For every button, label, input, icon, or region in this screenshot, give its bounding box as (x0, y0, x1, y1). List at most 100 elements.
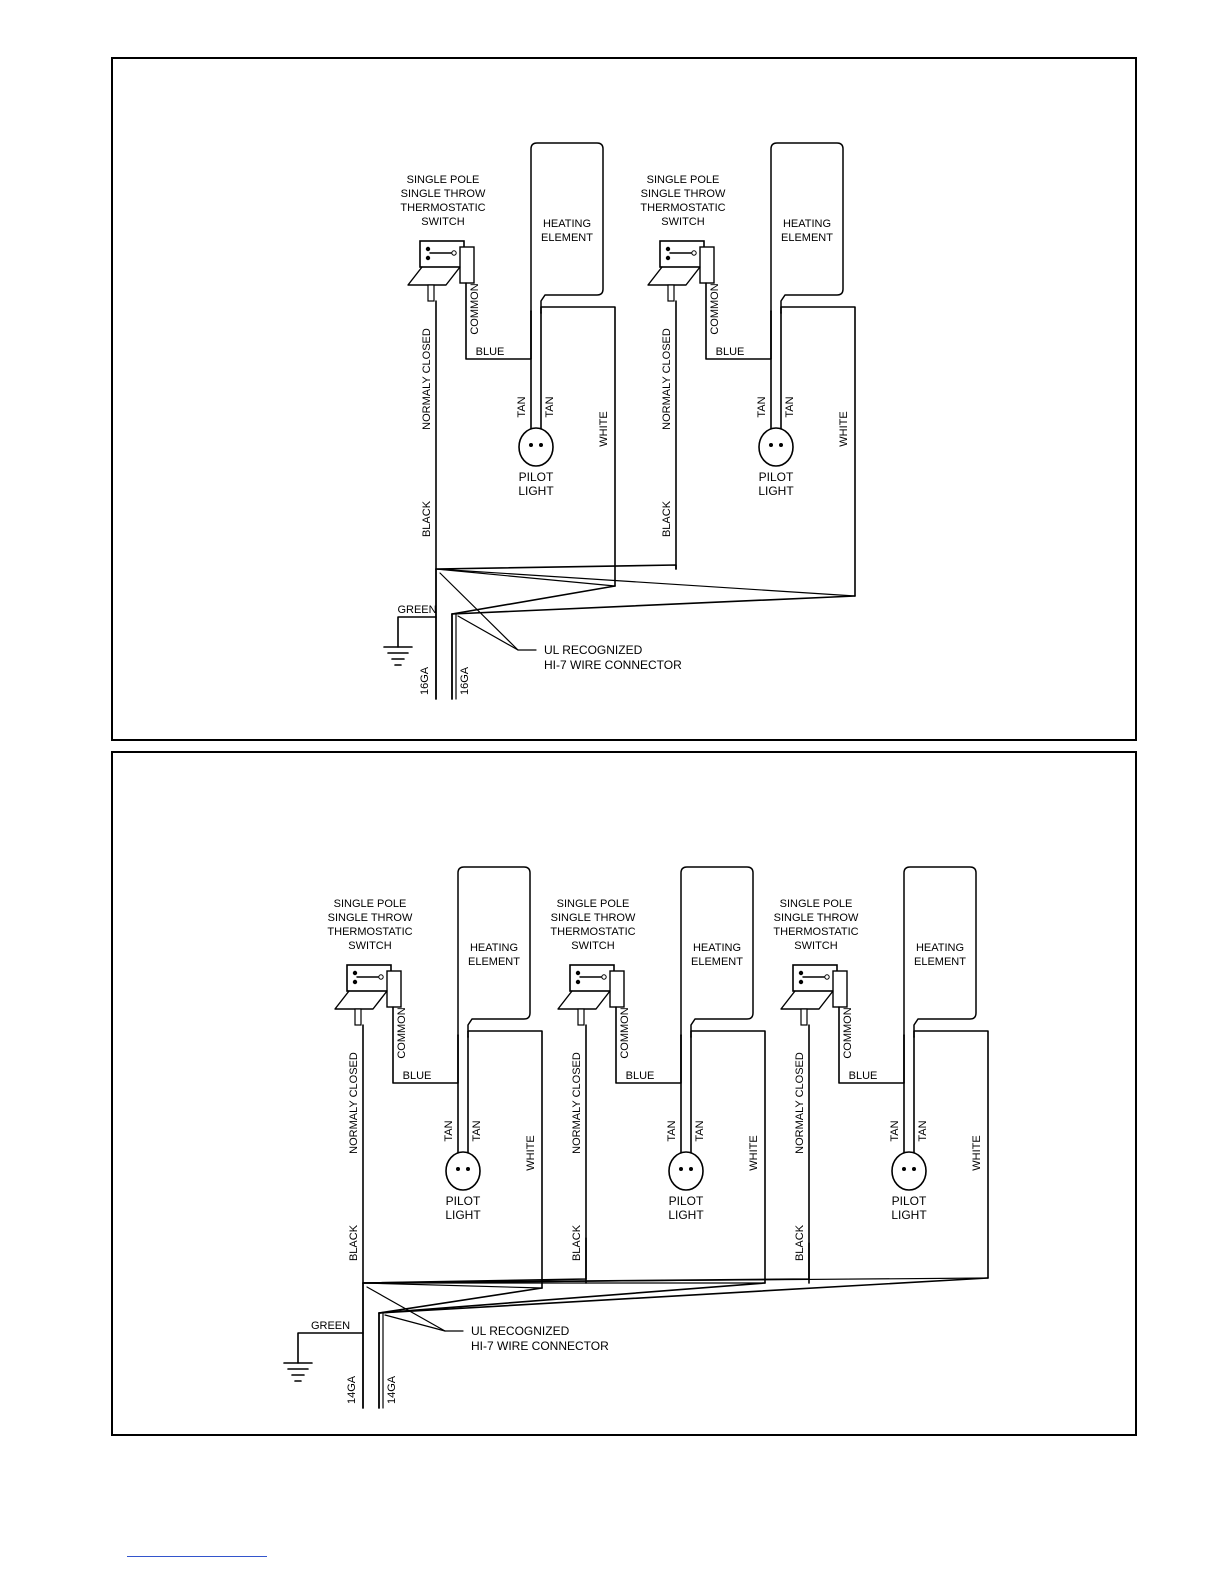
white-wire-to-junction (451, 585, 616, 615)
switch-terminal-dot (378, 974, 384, 980)
thermostat-switch-body (419, 240, 465, 268)
pilot-light (445, 1151, 481, 1191)
white-wire-label: WHITE (748, 1135, 760, 1170)
heating-element-label-line1: HEATING (470, 942, 518, 954)
white-wire-label: WHITE (838, 411, 850, 446)
switch-mounting-bracket (407, 266, 461, 286)
normally-closed-label: NORMALY CLOSED (794, 1052, 806, 1154)
heating-element-label-line2: ELEMENT (691, 956, 743, 968)
switch-sensor-probe (667, 284, 675, 302)
pilot-light-label-line1: PILOT (759, 470, 794, 484)
connector-callout-leader (384, 1314, 446, 1332)
blue-wire-label: BLUE (403, 1070, 432, 1082)
thermostat-switch-body (569, 964, 615, 992)
switch-label-line2: SINGLE THROW (401, 188, 486, 200)
white-wire-vertical (913, 1030, 989, 1279)
heating-element (457, 866, 531, 1038)
pilot-light-label-line1: PILOT (519, 470, 554, 484)
wire-gauge-label-black: 14GA (346, 1375, 358, 1404)
common-wire-label: COMMON (469, 283, 481, 334)
common-wire-label: COMMON (842, 1007, 854, 1058)
switch-label-line4: SWITCH (348, 940, 391, 952)
junction-tie-line (435, 568, 616, 587)
blue-wire-label: BLUE (849, 1070, 878, 1082)
black-wire-to-junction (362, 1237, 587, 1284)
switch-terminal-dot (352, 970, 358, 976)
tan-wire-label-right: TAN (917, 1120, 929, 1141)
pilot-light-pin (912, 1167, 916, 1171)
tan-wire-label-right: TAN (784, 396, 796, 417)
heating-element-label-line1: HEATING (916, 942, 964, 954)
thermostat-switch-terminal-block (699, 246, 715, 284)
white-wire-label: WHITE (971, 1135, 983, 1170)
wiring-diagram-two-element: SINGLE POLE SINGLE THROW THERMOSTATIC SWITC… (383, 142, 856, 700)
switch-mounting-bracket (557, 990, 611, 1010)
normally-closed-label: NORMALY CLOSED (421, 328, 433, 430)
switch-terminal-dot (451, 250, 457, 256)
switch-label-line3: THERMOSTATIC (550, 926, 635, 938)
switch-label-line3: THERMOSTATIC (400, 202, 485, 214)
switch-label-line3: THERMOSTATIC (327, 926, 412, 938)
switch-label-line1: SINGLE POLE (780, 898, 853, 910)
switch-label-line1: SINGLE POLE (334, 898, 407, 910)
wiring-diagram-three-element: SINGLE POLE SINGLE THROW THERMOSTATIC SWITC… (283, 866, 989, 1409)
switch-terminal-dot (352, 979, 358, 985)
black-wire-label: BLACK (794, 1224, 806, 1261)
pilot-light-label-line2: LIGHT (445, 1208, 481, 1222)
pilot-light-label-line2: LIGHT (758, 484, 794, 498)
switch-label-line3: THERMOSTATIC (640, 202, 725, 214)
switch-terminal-dot (575, 979, 581, 985)
heating-element-label-line2: ELEMENT (468, 956, 520, 968)
white-wire-label: WHITE (598, 411, 610, 446)
white-wire-to-junction (378, 1287, 543, 1314)
tan-wire-label-right: TAN (544, 396, 556, 417)
normally-closed-label: NORMALY CLOSED (571, 1052, 583, 1154)
footer-link-underline (127, 1556, 267, 1557)
pilot-light-pin (769, 443, 773, 447)
tan-wire-label-left: TAN (756, 396, 768, 417)
pilot-light-pin (679, 1167, 683, 1171)
pilot-light-pin (466, 1167, 470, 1171)
white-wire-label: WHITE (525, 1135, 537, 1170)
switch-sensor-probe (800, 1008, 808, 1026)
common-wire-label: COMMON (396, 1007, 408, 1058)
wire-gauge-label-white: 16GA (459, 666, 471, 695)
black-wire-label: BLACK (661, 500, 673, 537)
wiring-diagram-panel-two-element: SINGLE POLE SINGLE THROW THERMOSTATIC SWITC… (111, 57, 1137, 741)
pilot-light (518, 427, 554, 467)
junction-tie-line (435, 568, 856, 597)
switch-label-line4: SWITCH (661, 216, 704, 228)
heating-element (903, 866, 977, 1038)
switch-terminal-dot (798, 970, 804, 976)
pilot-light-label-line2: LIGHT (891, 1208, 927, 1222)
wire-connector-label-line1: UL RECOGNIZED (544, 643, 643, 657)
switch-terminal-dot (601, 974, 607, 980)
wire-connector-label-line2: HI-7 WIRE CONNECTOR (544, 658, 682, 672)
wiring-diagram-panel-three-element: SINGLE POLE SINGLE THROW THERMOSTATIC SWITC… (111, 751, 1137, 1436)
tan-wire-label-right: TAN (694, 1120, 706, 1141)
green-wire-label: GREEN (397, 604, 436, 616)
switch-label-line1: SINGLE POLE (647, 174, 720, 186)
switch-label-line2: SINGLE THROW (641, 188, 726, 200)
blue-wire-label: BLUE (476, 346, 505, 358)
wire-connector-label-line1: UL RECOGNIZED (471, 1324, 570, 1338)
heating-element-label-line2: ELEMENT (541, 232, 593, 244)
heating-element-label-line2: ELEMENT (781, 232, 833, 244)
thermostat-switch-terminal-block (459, 246, 475, 284)
switch-terminal-dot (665, 246, 671, 252)
switch-terminal-dot (824, 974, 830, 980)
thermostat-switch-body (792, 964, 838, 992)
heating-element-label-line1: HEATING (543, 218, 591, 230)
white-wire-vertical (540, 306, 616, 587)
connector-callout-leader (457, 615, 519, 651)
switch-label-line2: SINGLE THROW (774, 912, 859, 924)
tan-wire-label-left: TAN (516, 396, 528, 417)
pilot-light-pin (456, 1167, 460, 1171)
white-wire-vertical (780, 306, 856, 597)
green-wire-label: GREEN (311, 1320, 350, 1332)
switch-terminal-dot (691, 250, 697, 256)
switch-label-line2: SINGLE THROW (551, 912, 636, 924)
pilot-light (668, 1151, 704, 1191)
heating-element-label-line2: ELEMENT (914, 956, 966, 968)
thermostat-switch-terminal-block (386, 970, 402, 1008)
